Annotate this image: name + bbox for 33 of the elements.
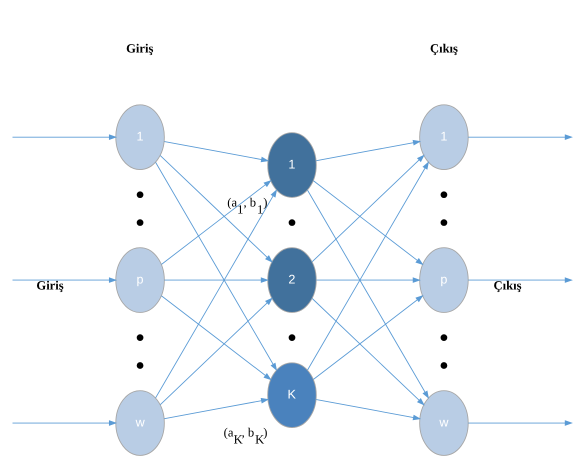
- arrow: [164, 276, 269, 282]
- node-ellipse: p: [115, 246, 165, 312]
- arrow: [155, 161, 278, 371]
- arrow: [313, 294, 424, 380]
- arrow: [307, 160, 429, 370]
- arrow: [12, 276, 118, 282]
- edge-label: Çıkış: [494, 278, 522, 292]
- arrow: [161, 179, 272, 264]
- arrow: [313, 180, 424, 265]
- edge-label: Giriş: [36, 278, 64, 292]
- node-ellipse: w: [115, 390, 165, 456]
- node-ellipse: p: [419, 246, 469, 312]
- arrow: [468, 134, 573, 140]
- node-ellipse: 2: [267, 246, 317, 312]
- arrow: [468, 420, 573, 426]
- arrow: [161, 294, 272, 380]
- arrow: [468, 276, 573, 282]
- arrow: [155, 188, 278, 398]
- arrow: [12, 420, 118, 426]
- label: Çıkış: [430, 40, 458, 55]
- arrow: [316, 139, 422, 161]
- arrow: [12, 134, 118, 140]
- arrow: [164, 140, 270, 162]
- arrow: [312, 154, 425, 262]
- node-ellipse: 1: [115, 104, 165, 170]
- arrow: [316, 398, 422, 420]
- arrow: [164, 397, 270, 419]
- arrow: [307, 189, 429, 398]
- arrow: [312, 298, 425, 406]
- label: Giriş: [126, 40, 154, 55]
- arrow: [160, 296, 273, 405]
- arrow: [316, 276, 421, 282]
- arrow: [160, 154, 273, 262]
